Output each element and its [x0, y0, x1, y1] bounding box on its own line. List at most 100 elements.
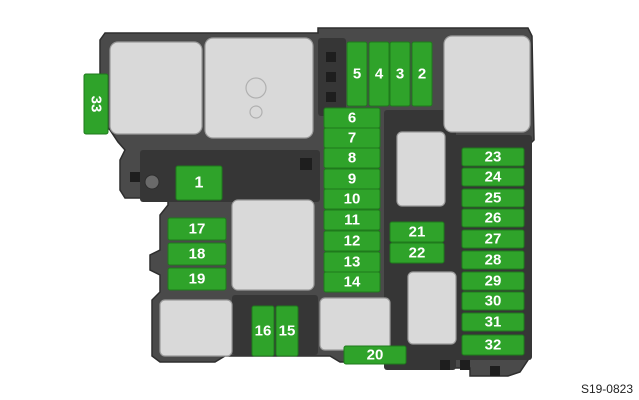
fuse-4: 4: [368, 41, 390, 107]
relays: [109, 35, 531, 357]
fuse-label: 24: [485, 169, 502, 186]
fuse-body: [368, 41, 390, 107]
fuse-14: 14: [323, 271, 381, 293]
fuse-label: 6: [348, 110, 356, 127]
fuse-label: 30: [485, 293, 502, 310]
fuse-13: 13: [323, 251, 381, 273]
fuse-29: 29: [461, 271, 525, 291]
fuse-12: 12: [323, 230, 381, 252]
fuse-body: [323, 147, 381, 169]
fuse-label: 4: [375, 66, 384, 83]
relay: [109, 41, 203, 135]
fuse-body: [461, 208, 525, 228]
fuse-label: 14: [344, 274, 361, 291]
fuse-24: 24: [461, 167, 525, 187]
fuse-label: 18: [189, 246, 206, 263]
fuse-33: 33: [83, 73, 109, 135]
fuses: 1234567891011121314151617181920212223242…: [83, 41, 525, 365]
fuse-body: [411, 41, 433, 107]
fuse-body: [389, 242, 445, 264]
fuse-28: 28: [461, 250, 525, 270]
fuse-2: 2: [411, 41, 433, 107]
fuse-3: 3: [389, 41, 411, 107]
fuse-label: 8: [348, 150, 356, 167]
fuse-label: 26: [485, 210, 502, 227]
fuse-25: 25: [461, 188, 525, 208]
fuse-label: 31: [485, 314, 502, 331]
fuse-body: [346, 41, 368, 107]
fuse-body: [461, 334, 525, 356]
relay: [159, 299, 233, 357]
fuse-19: 19: [167, 267, 227, 291]
fuse-body: [461, 312, 525, 332]
fuse-body: [167, 267, 227, 291]
fuse-27: 27: [461, 229, 525, 249]
fuse-body: [323, 230, 381, 252]
fuse-1: 1: [175, 165, 223, 201]
fuse-body: [389, 41, 411, 107]
fuse-9: 9: [323, 168, 381, 190]
fuse-body: [461, 229, 525, 249]
fuse-label: 28: [485, 252, 502, 269]
fuse-23: 23: [461, 147, 525, 167]
relay: [407, 271, 457, 345]
fuse-label: 2: [418, 66, 426, 83]
relay-detail: [245, 77, 267, 119]
fuse-16: 16: [251, 305, 275, 357]
fuse-label: 25: [485, 190, 502, 207]
fuse-label: 13: [344, 254, 361, 271]
relay: [204, 37, 314, 139]
fuse-body: [167, 217, 227, 241]
fuse-21: 21: [389, 221, 445, 243]
relay: [396, 131, 446, 207]
fuse-7: 7: [323, 127, 381, 149]
fuse-body: [275, 305, 299, 357]
fuse-body: [461, 250, 525, 270]
fuse-label: 9: [348, 171, 356, 188]
fuse-label: 7: [348, 130, 356, 147]
relay: [231, 199, 315, 291]
fuse-label: 3: [396, 66, 404, 83]
fuse-5: 5: [346, 41, 368, 107]
fuse-label: 15: [279, 323, 296, 340]
fuse-body: [389, 221, 445, 243]
fuse-26: 26: [461, 208, 525, 228]
fuse-body: [83, 73, 109, 135]
fuse-label: 16: [255, 323, 272, 340]
fuse-20: 20: [343, 345, 407, 365]
mounting-stud: [144, 174, 160, 190]
fuse-10: 10: [323, 188, 381, 210]
fuse-31: 31: [461, 312, 525, 332]
fuse-label: 11: [344, 212, 360, 229]
reference-code: S19-0823: [580, 382, 633, 396]
fuse-body: [175, 165, 223, 201]
fuse-body: [461, 271, 525, 291]
fuse-body: [461, 147, 525, 167]
fuse-body: [323, 271, 381, 293]
fuse-label: 10: [344, 191, 361, 208]
relay: [319, 297, 391, 351]
fuse-label: 12: [344, 233, 361, 250]
fuse-30: 30: [461, 291, 525, 311]
fuse-6: 6: [323, 107, 381, 129]
fuse-label: 27: [485, 231, 502, 248]
fuse-label: 32: [485, 337, 502, 354]
fuse-body: [167, 242, 227, 266]
fuse-body: [343, 345, 407, 365]
fuse-body: [461, 167, 525, 187]
fuse-label: 23: [485, 149, 502, 166]
fuse-label: 22: [409, 245, 426, 262]
fuse-11: 11: [323, 209, 381, 231]
fuse-22: 22: [389, 242, 445, 264]
fuse-label: 17: [189, 221, 206, 238]
fuse-body: [251, 305, 275, 357]
fuse-18: 18: [167, 242, 227, 266]
fuse-label: 20: [367, 347, 384, 364]
fuse-body: [461, 291, 525, 311]
fuse-label: 19: [189, 271, 206, 288]
fuse-body: [323, 188, 381, 210]
fuse-label: 33: [88, 96, 105, 113]
fuse-label: 1: [195, 175, 204, 192]
relay: [443, 35, 531, 133]
